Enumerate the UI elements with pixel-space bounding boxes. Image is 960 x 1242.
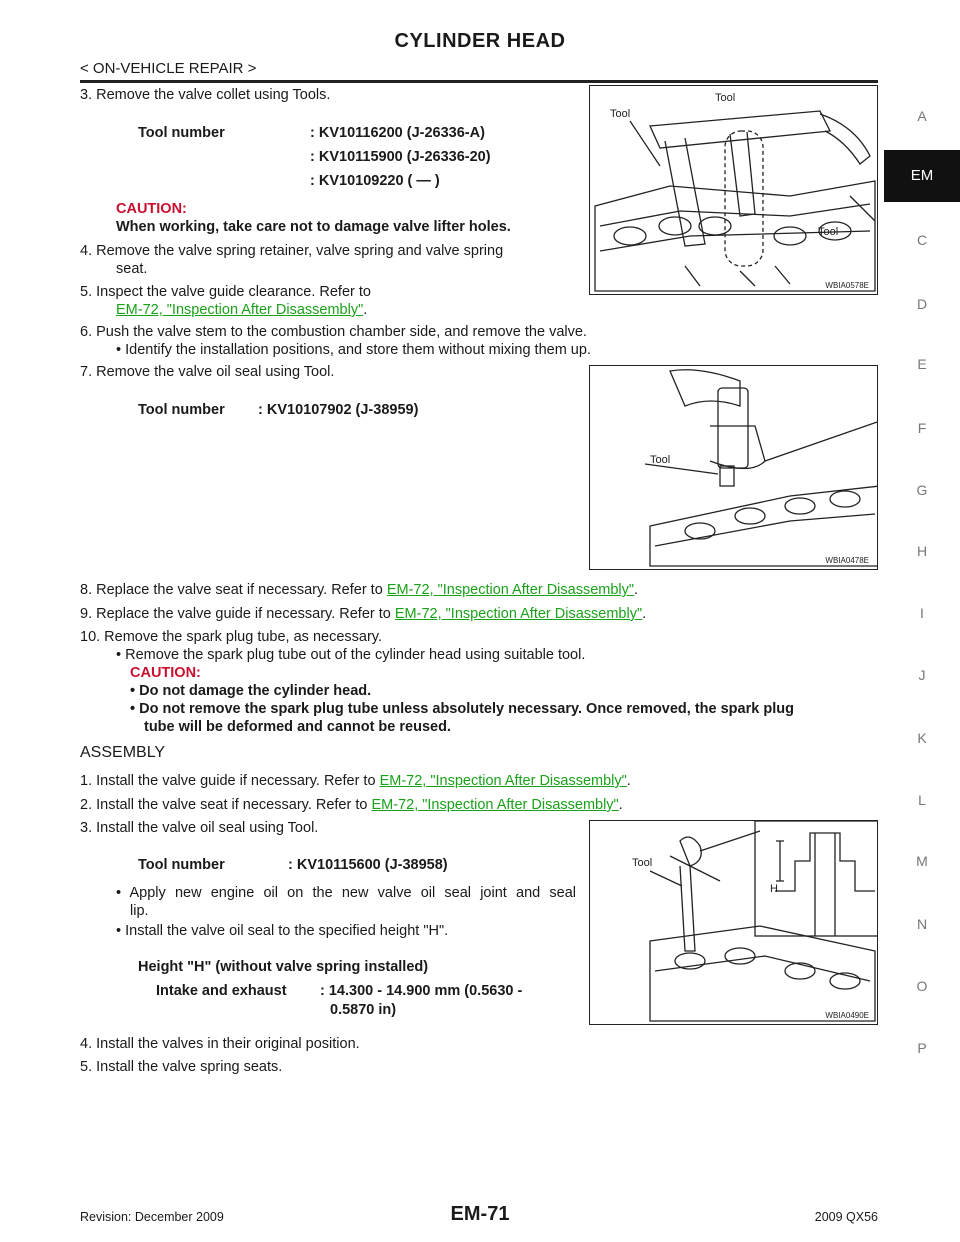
tool-number-label: Tool number [138, 125, 225, 141]
tool-number-value: : KV10109220 ( — ) [310, 173, 440, 189]
tool-number-label: Tool number [138, 857, 225, 873]
step-9: 9. Replace the valve guide if necessary.… [80, 606, 647, 622]
figure-code: WBIA0490E [825, 1011, 869, 1020]
assembly-step-4: 4. Install the valves in their original … [80, 1036, 360, 1052]
tab-f[interactable]: F [917, 420, 927, 436]
tab-k[interactable]: K [917, 730, 927, 746]
tool-callout: Tool [610, 108, 631, 120]
assembly-step-3: 3. Install the valve oil seal using Tool… [80, 820, 319, 836]
tool-number-value: : KV10115900 (J-26336-20) [310, 149, 491, 165]
tool-number-value: : KV10115600 (J-38958) [288, 857, 448, 873]
figure-code: WBIA0578E [825, 281, 869, 290]
tool-number-value: : KV10116200 (J-26336-A) [310, 125, 485, 141]
tab-j[interactable]: J [918, 667, 926, 683]
tab-l[interactable]: L [918, 792, 926, 808]
height-h-callout: H [770, 883, 778, 895]
assembly-step-1: 1. Install the valve guide if necessary.… [80, 773, 631, 789]
height-spec-value: : 14.300 - 14.900 mm (0.5630 - [320, 983, 523, 999]
step-6-bullet: • Identify the installation positions, a… [116, 342, 591, 358]
vehicle-model: 2009 QX56 [814, 1210, 878, 1224]
height-spec-title: Height "H" (without valve spring install… [138, 959, 429, 975]
step-5-line: 5. Inspect the valve guide clearance. Re… [80, 284, 371, 300]
inspection-link[interactable]: EM-72, "Inspection After Disassembly" [371, 797, 619, 813]
caution-text: When working, take care not to damage va… [116, 219, 511, 235]
caution-bullet: tube will be deformed and cannot be reus… [144, 719, 451, 735]
tool-callout: Tool [650, 454, 671, 466]
tool-callout: Tool [818, 226, 839, 238]
revision-date: Revision: December 2009 [80, 1210, 224, 1224]
assembly-bullet-1-cont: lip. [130, 903, 149, 919]
tab-em-active[interactable]: EM [884, 150, 960, 202]
figure-code: WBIA0478E [825, 556, 869, 565]
tool-callout: Tool [632, 857, 653, 869]
step-8: 8. Replace the valve seat if necessary. … [80, 582, 639, 598]
valve-seal-install-illustration [649, 821, 877, 1022]
assembly-heading: ASSEMBLY [80, 744, 166, 761]
caution-bullet: • Do not damage the cylinder head. [130, 683, 372, 699]
tab-g[interactable]: G [916, 482, 928, 498]
step-6: 6. Push the valve stem to the combustion… [80, 324, 587, 340]
inspection-link[interactable]: EM-72, "Inspection After Disassembly" [116, 302, 364, 318]
tab-a[interactable]: A [917, 108, 927, 124]
header-divider [80, 80, 878, 83]
height-spec-label: Intake and exhaust [156, 983, 287, 999]
step-4-line: 4. Remove the valve spring retainer, val… [80, 243, 504, 259]
inspection-link[interactable]: EM-72, "Inspection After Disassembly" [386, 582, 635, 598]
tab-o[interactable]: O [916, 978, 928, 994]
step-4-line: seat. [116, 261, 148, 277]
figure-valve-collet-tools: Tool Tool Tool WBIA0578E [589, 85, 878, 295]
step-5-link-line: EM-72, "Inspection After Disassembly". [116, 302, 368, 318]
page-number: EM-71 [450, 1203, 510, 1225]
inspection-link[interactable]: EM-72, "Inspection After Disassembly" [379, 773, 627, 789]
tab-c[interactable]: C [916, 232, 928, 248]
caution-label: CAUTION: [130, 665, 201, 681]
tab-i[interactable]: I [920, 605, 924, 621]
figure-valve-oil-seal-install: Tool H WBIA0490E [589, 820, 878, 1025]
page-title: CYLINDER HEAD [394, 30, 566, 52]
cylinder-head-tool-illustration [594, 110, 876, 292]
tool-number-label: Tool number [138, 402, 225, 418]
valve-seal-removal-illustration [644, 369, 877, 567]
tab-d[interactable]: D [916, 296, 928, 312]
step-10-bullet: • Remove the spark plug tube out of the … [116, 647, 586, 663]
assembly-bullet-2: • Install the valve oil seal to the spec… [116, 923, 449, 939]
assembly-bullet-1: • Apply new engine oil on the new valve … [116, 885, 576, 901]
tool-number-value: : KV10107902 (J-38959) [258, 402, 419, 418]
tab-m[interactable]: M [916, 853, 928, 869]
assembly-step-5: 5. Install the valve spring seats. [80, 1059, 283, 1075]
tab-e[interactable]: E [917, 356, 927, 372]
section-index-tabs: A EM C D E F G H I J K L M N O P [884, 0, 960, 1242]
step-3-remove-collet: 3. Remove the valve collet using Tools. [80, 87, 331, 103]
caution-bullet: • Do not remove the spark plug tube unle… [130, 701, 794, 717]
height-spec-value: 0.5870 in) [330, 1002, 397, 1018]
inspection-link[interactable]: EM-72, "Inspection After Disassembly" [394, 606, 643, 622]
section-subtitle: < ON-VEHICLE REPAIR > [80, 60, 257, 77]
figure-valve-oil-seal-removal: Tool WBIA0478E [589, 365, 878, 570]
assembly-step-2: 2. Install the valve seat if necessary. … [80, 797, 623, 813]
tab-n[interactable]: N [916, 916, 928, 932]
caution-label: CAUTION: [116, 201, 187, 217]
tab-h[interactable]: H [916, 543, 928, 559]
tool-callout: Tool [715, 92, 736, 104]
tab-p[interactable]: P [917, 1040, 927, 1056]
step-10: 10. Remove the spark plug tube, as neces… [80, 629, 382, 645]
step-7: 7. Remove the valve oil seal using Tool. [80, 364, 335, 380]
